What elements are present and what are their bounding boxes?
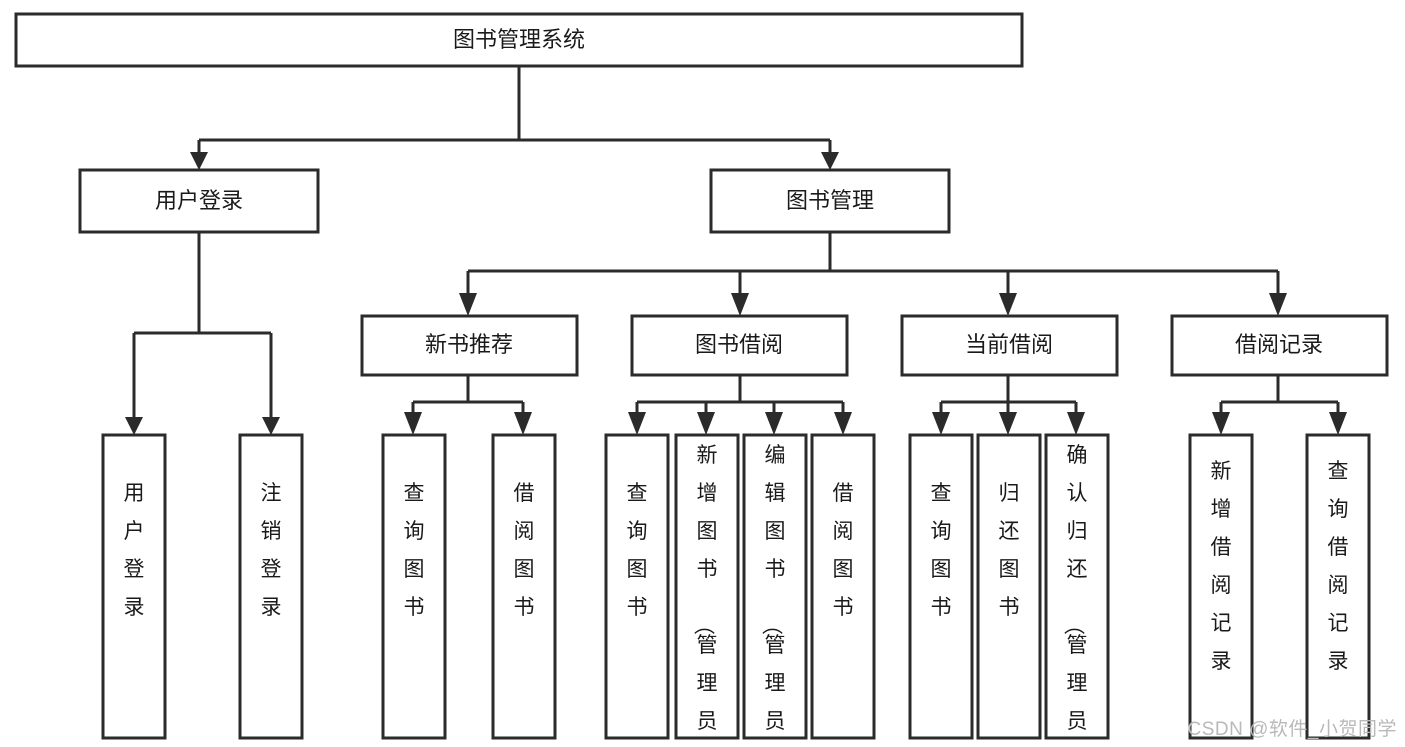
leaf-query-book-3-label: 查询图书 [931, 482, 952, 619]
leaf-query-record-box[interactable] [1305, 433, 1371, 740]
leaf-confirm-return-box[interactable] [1044, 433, 1110, 740]
node-user-login-box[interactable] [78, 168, 320, 234]
node-root-box[interactable] [14, 12, 1024, 68]
leaf-node[interactable]: 查询借阅记录 [1305, 433, 1371, 740]
node-book-management[interactable]: 图书管理 [709, 168, 951, 234]
leaf-node[interactable]: 新增图书（管理员） [674, 433, 740, 747]
arrow-head-leaf-query-book-2 [628, 412, 646, 435]
leaf-add-record-label: 新增借阅记录 [1211, 460, 1232, 673]
node-borrow-record-label: 借阅记录 [1235, 332, 1323, 357]
leaf-add-record-box[interactable] [1188, 433, 1254, 740]
node-root-label: 图书管理系统 [453, 27, 585, 52]
node-book-borrow[interactable]: 图书借阅 [630, 314, 849, 377]
leaf-confirm-return-label: 确认归还（管理员） [1062, 444, 1088, 747]
arrow-head-borrow-record [1269, 293, 1287, 316]
arrow-head-leaf-add-record [1212, 412, 1230, 435]
arrow-head-current-borrow [999, 293, 1017, 316]
node-current-borrow[interactable]: 当前借阅 [900, 314, 1119, 377]
arrow-head-leaf-user-login [125, 417, 143, 435]
arrow-head-leaf-query-record [1329, 412, 1347, 435]
node-current-borrow-box[interactable] [900, 314, 1119, 377]
arrow-head-leaf-user-logout [262, 417, 280, 435]
arrow-head-book-borrow [731, 293, 749, 316]
leaf-borrow-book-2-label: 借阅图书 [833, 482, 854, 619]
arrow-head-leaf-edit-book [765, 412, 783, 435]
leaf-query-book-2-label: 查询图书 [627, 482, 648, 619]
leaf-node[interactable]: 借阅图书 [491, 433, 557, 740]
leaf-query-book-3-box[interactable] [908, 433, 974, 740]
node-new-book-recommend-box[interactable] [360, 314, 579, 377]
arrow-head-leaf-confirm-return [1067, 412, 1085, 435]
node-current-borrow-label: 当前借阅 [965, 332, 1053, 357]
node-borrow-record-box[interactable] [1170, 314, 1389, 377]
node-root[interactable]: 图书管理系统 [14, 12, 1024, 68]
arrow-head-leaf-query-book-3 [932, 412, 950, 435]
leaf-borrow-book-1-label: 借阅图书 [514, 482, 535, 619]
connector-group [125, 66, 1347, 435]
node-book-management-label: 图书管理 [786, 188, 874, 213]
leaf-node[interactable]: 确认归还（管理员） [1044, 433, 1110, 747]
leaf-return-book-box[interactable] [976, 433, 1042, 740]
arrow-head-leaf-borrow-book-1 [514, 412, 532, 435]
node-borrow-record[interactable]: 借阅记录 [1170, 314, 1389, 377]
leaf-borrow-book-1-box[interactable] [491, 433, 557, 740]
arrow-head-leaf-borrow-book-2 [834, 412, 852, 435]
arrow-head-user-login [190, 152, 208, 170]
leaf-query-book-2-box[interactable] [604, 433, 670, 740]
arrow-head-book-management [821, 152, 839, 170]
leaf-user-logout-box[interactable] [238, 433, 304, 740]
leaf-node[interactable]: 查询图书 [381, 433, 447, 740]
leaf-user-login-label: 用户登录 [124, 482, 145, 619]
leaf-return-book-label: 归还图书 [999, 482, 1020, 619]
leaf-add-book-box[interactable] [674, 433, 740, 740]
node-new-book-recommend[interactable]: 新书推荐 [360, 314, 579, 377]
leaf-node[interactable]: 注销登录 [238, 433, 304, 740]
node-user-login-label: 用户登录 [155, 188, 243, 213]
leaf-query-book-1-box[interactable] [381, 433, 447, 740]
arrow-head-leaf-query-book-1 [404, 412, 422, 435]
leaf-borrow-book-2-box[interactable] [810, 433, 876, 740]
leaf-add-book-label: 新增图书（管理员） [692, 444, 718, 747]
node-book-management-box[interactable] [709, 168, 951, 234]
node-user-login[interactable]: 用户登录 [78, 168, 320, 234]
arrow-head-leaf-add-book [697, 412, 715, 435]
node-book-borrow-box[interactable] [630, 314, 849, 377]
leaf-query-book-1-label: 查询图书 [404, 482, 425, 619]
leaf-node[interactable]: 查询图书 [604, 433, 670, 740]
leaf-user-logout-label: 注销登录 [261, 482, 282, 619]
leaf-node[interactable]: 借阅图书 [810, 433, 876, 740]
arrow-head-new-book-recommend [459, 293, 477, 316]
leaf-query-record-label: 查询借阅记录 [1328, 460, 1349, 673]
leaf-node[interactable]: 新增借阅记录 [1188, 433, 1254, 740]
leaf-user-login-box[interactable] [101, 433, 167, 740]
arrow-head-leaf-return-book [999, 412, 1017, 435]
leaf-node[interactable]: 归还图书 [976, 433, 1042, 740]
node-new-book-recommend-label: 新书推荐 [425, 332, 513, 357]
node-book-borrow-label: 图书借阅 [695, 332, 783, 357]
csdn-watermark: CSDN @软件_小贺同学 [1187, 719, 1397, 740]
leaf-node[interactable]: 用户登录 [101, 433, 167, 740]
leaf-node[interactable]: 查询图书 [908, 433, 974, 740]
leaf-node[interactable]: 编辑图书（管理员） [742, 433, 808, 747]
leaf-edit-book-box[interactable] [742, 433, 808, 740]
leaf-edit-book-label: 编辑图书（管理员） [760, 444, 786, 747]
